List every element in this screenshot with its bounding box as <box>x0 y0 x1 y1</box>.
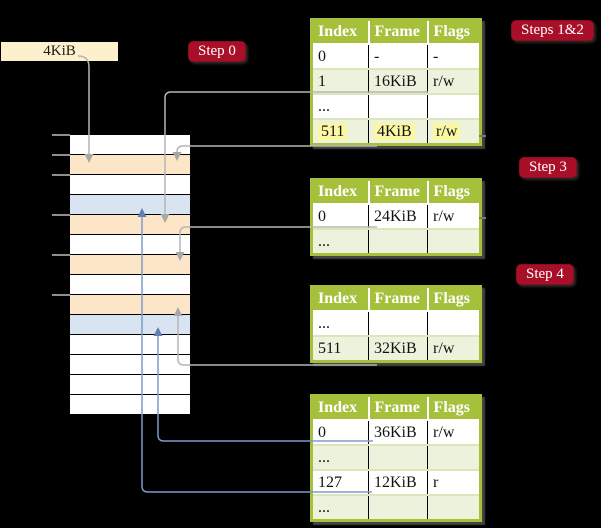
cell-index: 0 <box>311 204 369 229</box>
highlighted-value: 511 <box>318 122 348 140</box>
physical-memory-column <box>70 134 190 415</box>
table-row: ... <box>311 494 481 521</box>
cell-index: 0 <box>311 44 369 69</box>
cell-frame <box>368 444 429 470</box>
cell-index: ... <box>311 228 369 255</box>
column-header-index: Index <box>311 19 370 45</box>
cell-frame: 16KiB <box>368 68 429 94</box>
table-row: 1 16KiB r/w <box>311 68 481 94</box>
table-row: 511 32KiB r/w <box>311 335 481 362</box>
cell-index: 127 <box>311 469 369 495</box>
page-table-step-3: Index Frame Flags 0 24KiB r/w ... <box>310 178 482 256</box>
memory-row <box>70 255 190 275</box>
memory-tick <box>52 134 70 136</box>
highlighted-value: r/w <box>433 122 461 140</box>
register-label: 4KiB <box>43 43 76 59</box>
column-header-frame: Frame <box>368 286 429 312</box>
memory-row <box>70 315 190 335</box>
cell-index: 511 <box>311 118 369 145</box>
page-table-step-4: Index Frame Flags ... 511 32KiB r/w <box>310 285 482 363</box>
column-header-flags: Flags <box>427 19 481 45</box>
memory-row <box>70 395 190 415</box>
table-row: ... <box>311 228 481 255</box>
leaf-page-table: Index Frame Flags 0 36KiB r/w ... 127 12… <box>310 394 482 522</box>
memory-row <box>70 375 190 395</box>
cell-index: 511 <box>311 335 369 362</box>
memory-row <box>70 195 190 215</box>
table-row: ... <box>311 93 481 119</box>
badge-step-4: Step 4 <box>516 264 574 285</box>
table-row-highlighted: 511 4KiB r/w <box>311 118 481 145</box>
cell-frame <box>368 93 429 119</box>
arrow-pte511-to-4kib-frame <box>172 145 377 161</box>
badge-step-3: Step 3 <box>519 157 577 178</box>
cell-frame <box>368 311 429 336</box>
memory-tick <box>52 154 70 156</box>
memory-row <box>70 215 190 235</box>
memory-row <box>70 135 190 155</box>
cell-frame: 32KiB <box>368 335 429 362</box>
cell-index: ... <box>311 93 369 119</box>
cell-flags: r/w <box>427 68 481 94</box>
memory-row <box>70 355 190 375</box>
column-header-flags: Flags <box>427 286 481 312</box>
table-row: 0 - - <box>311 44 481 69</box>
memory-row <box>70 295 190 315</box>
cell-flags <box>427 93 481 119</box>
badge-step-0: Step 0 <box>188 41 246 62</box>
cell-flags <box>427 494 481 521</box>
memory-row <box>70 275 190 295</box>
cell-frame: - <box>368 44 429 69</box>
badge-steps-1-2: Steps 1&2 <box>511 20 594 41</box>
cell-flags: r/w <box>427 118 481 145</box>
memory-row <box>70 155 190 175</box>
column-header-index: Index <box>311 286 370 312</box>
table-row: ... <box>311 444 481 470</box>
cell-flags: r/w <box>433 207 455 225</box>
memory-row <box>70 235 190 255</box>
table-row: 127 12KiB r <box>311 469 481 495</box>
column-header-index: Index <box>311 395 370 421</box>
cell-flags <box>428 311 481 336</box>
column-header-frame: Frame <box>368 179 429 205</box>
cell-frame: 36KiB <box>368 420 429 445</box>
cell-flags: - <box>433 47 439 65</box>
cell-flags <box>427 444 481 470</box>
memory-tick <box>52 254 70 256</box>
cell-flags: r/w <box>427 335 481 362</box>
cell-frame <box>368 228 429 255</box>
cell-index: ... <box>311 494 369 521</box>
column-header-flags: Flags <box>427 395 481 421</box>
register-box: 4KiB <box>1 42 118 61</box>
column-header-index: Index <box>311 179 370 205</box>
memory-tick <box>52 294 70 296</box>
cell-index: ... <box>311 444 369 470</box>
cell-frame: 24KiB <box>368 204 429 229</box>
table-row: ... <box>311 311 481 336</box>
cell-frame: 12KiB <box>368 469 429 495</box>
memory-row <box>70 335 190 355</box>
column-header-flags: Flags <box>427 179 481 205</box>
table-row: 0 24KiB r/w <box>311 204 481 229</box>
page-table-steps-1-2: Index Frame Flags 0 - - 1 16KiB r/w ... … <box>310 18 482 146</box>
table-row: 0 36KiB r/w <box>311 420 481 445</box>
cell-frame <box>368 494 429 521</box>
memory-tick <box>52 174 70 176</box>
cell-frame: 4KiB <box>368 118 429 145</box>
column-header-frame: Frame <box>368 19 429 45</box>
highlighted-value: 4KiB <box>374 122 415 140</box>
cell-flags <box>427 228 481 255</box>
memory-tick <box>52 214 70 216</box>
cell-flags: r <box>427 469 481 495</box>
cell-flags: r/w <box>433 423 455 441</box>
column-header-frame: Frame <box>368 395 429 421</box>
cell-index: 0 <box>311 420 369 445</box>
cell-index: 1 <box>311 68 369 94</box>
cell-index: ... <box>311 311 369 336</box>
memory-row <box>70 175 190 195</box>
